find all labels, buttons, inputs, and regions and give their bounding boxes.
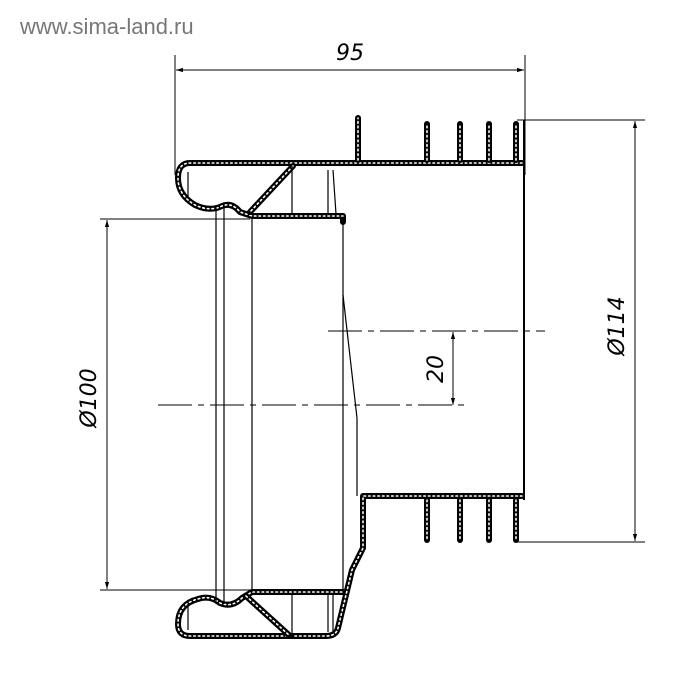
watermark-text: www.sima-land.ru	[20, 14, 194, 39]
dimension-length-95: 95	[174, 41, 526, 175]
dimension-label-offset: 20	[424, 355, 449, 383]
center-lines	[158, 330, 545, 406]
bottom-fins	[424, 497, 519, 543]
dimension-inner-diameter: Ø100	[77, 218, 250, 591]
top-fins	[355, 115, 519, 163]
dimension-offset: 20	[424, 332, 456, 405]
dimension-label-outer-diameter: Ø114	[605, 296, 630, 356]
inner-lines	[187, 120, 525, 634]
dimension-outer-diameter: Ø114	[517, 119, 645, 543]
coupling-body	[175, 115, 525, 639]
dimension-label-length: 95	[336, 41, 364, 66]
dimension-label-inner-diameter: Ø100	[77, 368, 102, 428]
